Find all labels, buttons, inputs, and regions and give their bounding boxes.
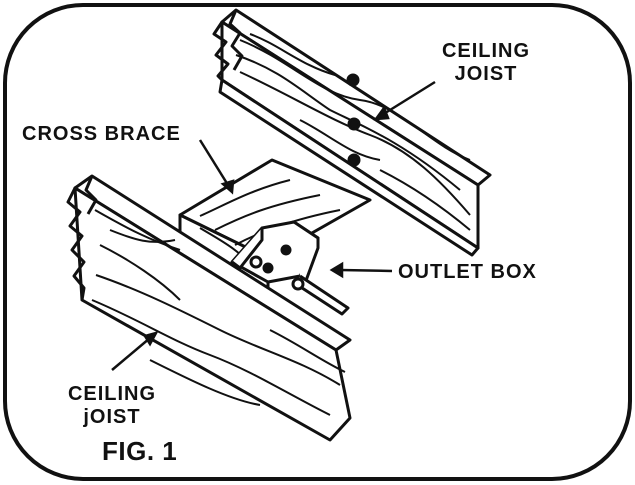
ceiling-joist-bottom-label: CEILING jOIST [52, 383, 172, 429]
ceiling-joist-top-line2: JOIST [454, 63, 518, 85]
ceiling-joist-bottom-line1: CEILING [67, 383, 157, 405]
figure-caption: FIG. 1 [102, 436, 178, 466]
ceiling-joist-front [66, 174, 352, 442]
ceiling-joist-back [212, 8, 492, 257]
ceiling-joist-top-label: CEILING JOIST [426, 40, 546, 86]
cross-brace-label: CROSS BRACE [22, 123, 181, 145]
outlet-box-label: OUTLET BOX [398, 261, 537, 283]
ceiling-joist-bottom-line2: jOIST [83, 406, 141, 428]
leader-lines [111, 80, 436, 371]
ceiling-joist-top-line1: CEILING [441, 40, 531, 62]
outlet-box [230, 220, 350, 316]
